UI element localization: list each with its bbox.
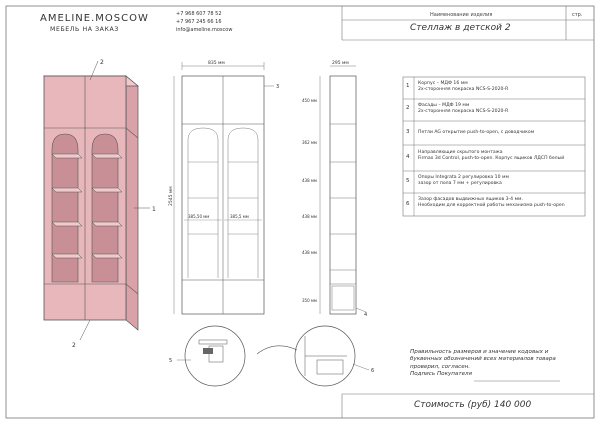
page-label: стр.: [572, 12, 583, 18]
phone-2: +7 967 245 66 16: [176, 19, 222, 25]
callout-hinge: 3: [276, 84, 279, 90]
callout-side: 1: [152, 206, 156, 213]
spec-num-2: 2: [406, 105, 410, 111]
dim-inner-left: 385,50 мм: [188, 214, 209, 219]
spec-num-3: 3: [406, 129, 410, 135]
dim-level-2: 362 мм: [302, 140, 317, 145]
spec-num-4: 4: [406, 154, 410, 160]
dim-level-5: 438 мм: [302, 250, 317, 255]
callout-bottom: 2: [72, 342, 76, 349]
dim-total-height: 2545 мм: [168, 186, 174, 206]
callout-drawer: 4: [364, 312, 367, 318]
callout-top: 2: [100, 59, 104, 66]
brand-subtitle: МЕБЕЛЬ НА ЗАКАЗ: [50, 26, 119, 33]
spec-text-3: Петли AG открытие push-to-open, с доводч…: [418, 130, 535, 135]
dim-level-4: 438 мм: [302, 214, 317, 219]
title-heading: Наименование изделия: [430, 12, 493, 18]
callout-detail-6: 6: [371, 368, 374, 374]
dim-front-width: 835 мм: [208, 60, 225, 66]
phone-1: +7 968 607 78 52: [176, 11, 222, 17]
front-view: 835 мм 2545 мм 385,50 мм 385,5 мм 3: [168, 60, 279, 315]
email: info@ameline.moscow: [176, 27, 233, 33]
buyer-confirmation-note: Правильность размеров и значение кодовых…: [410, 349, 556, 377]
dim-inner-right: 385,5 мм: [230, 214, 249, 219]
dim-side-depth: 295 мм: [332, 60, 349, 66]
spec-num-6: 6: [406, 201, 410, 207]
spec-num-5: 5: [406, 178, 410, 184]
callout-detail-5: 5: [169, 358, 172, 364]
total-cost: Стоимость (руб) 140 000: [414, 400, 532, 410]
detail-views: 5 6: [169, 325, 374, 387]
dim-level-1: 450 мм: [302, 98, 317, 103]
dim-level-6: 350 мм: [302, 298, 317, 303]
dim-level-3: 438 мм: [302, 178, 317, 183]
spec-num-1: 1: [406, 83, 410, 89]
product-title: Стеллаж в детской 2: [410, 23, 511, 33]
spec-text-6: Зазор фасадов выдвижных ящиков 3-4 мм.Не…: [418, 197, 565, 208]
isometric-view: 2 1 2: [43, 59, 156, 349]
side-view: 295 мм 450 мм 362 мм 438 мм 438 мм 438 м…: [302, 60, 367, 318]
brand-logo: AMELINE.MOSCOW: [40, 13, 149, 24]
